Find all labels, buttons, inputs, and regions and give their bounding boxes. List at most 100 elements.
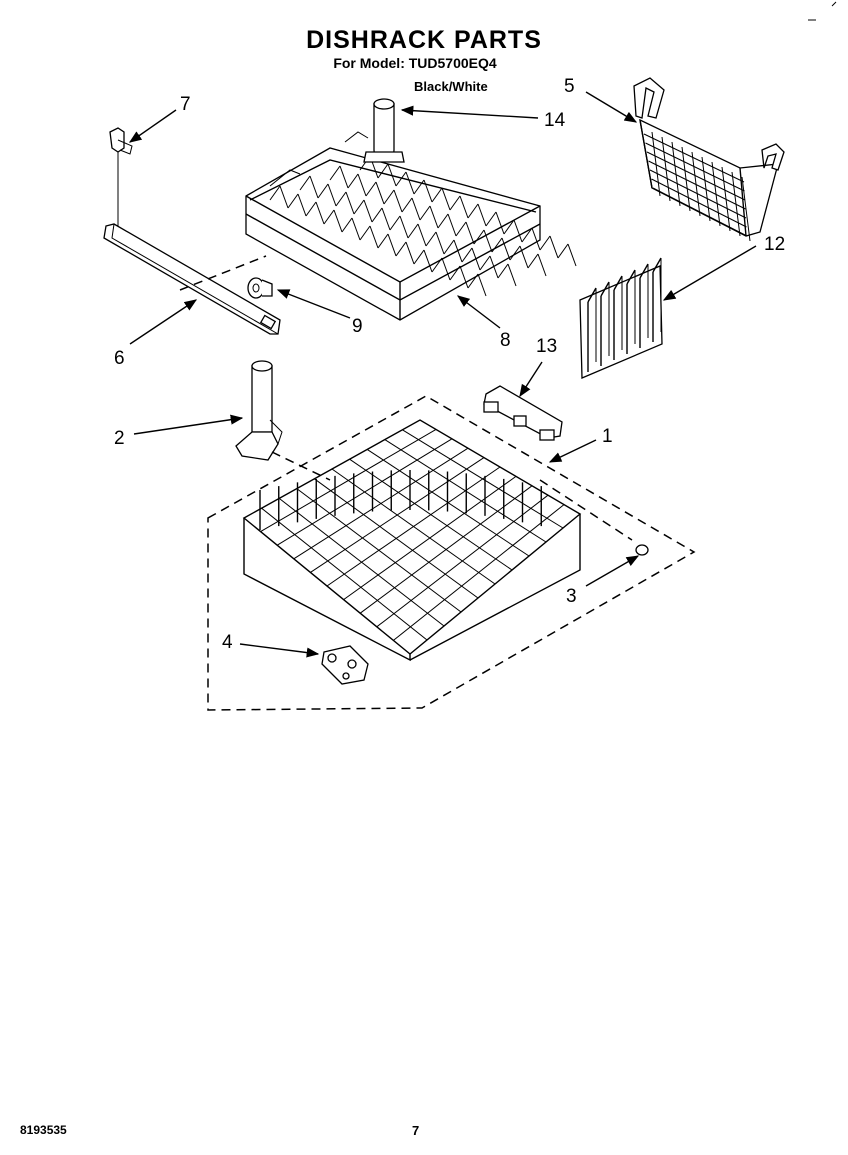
wire-stroke [399,215,409,239]
wire-stroke [376,494,549,628]
wire-stroke [465,221,475,245]
wire-stroke [371,207,383,223]
part-5-silverware-basket[interactable] [633,77,785,242]
wire-stroke [309,175,319,199]
wire-stroke [435,231,445,255]
wire-stroke [299,175,311,191]
part-7-rack-clip[interactable] [109,127,133,226]
callout-1: 1 [602,426,613,447]
part-2-lower-spray-tower[interactable] [235,360,283,461]
wire-stroke [384,439,547,543]
part-12-tine-row[interactable] [579,257,663,379]
wire-stroke [377,163,389,179]
wire-stroke [287,193,299,209]
wire-stroke [537,253,547,277]
wire-stroke [363,199,373,223]
wire-stroke [329,165,341,181]
wire-stroke [489,255,499,279]
color-label: Black/White [414,79,488,94]
wire-stroke [643,133,745,183]
wire-stroke [351,217,361,241]
wire-stroke [549,235,559,259]
wire-stroke [491,237,503,253]
wire-stroke [639,263,649,279]
wire-stroke [443,239,455,255]
wire-stroke [393,504,565,641]
wire-stroke [645,142,745,192]
wire-stroke [649,169,747,219]
wire-stroke [652,257,662,273]
part-1-lower-rack[interactable] [207,395,696,711]
wire-stroke [365,181,377,197]
wire-stroke [459,195,469,219]
wire-stroke [646,151,746,201]
callout-numbers: 7 14 5 12 9 8 6 13 1 2 3 4 [114,76,785,653]
wire-stroke [429,205,439,229]
wire-stroke [648,160,746,210]
wire-stroke [437,213,449,229]
part-8-upper-rack[interactable] [245,131,577,321]
wire-stroke [327,183,337,207]
wire-stroke [297,193,307,217]
wire-stroke [375,181,385,205]
wire-stroke [501,237,511,261]
wire-stroke [333,209,343,233]
wire-stroke [279,185,289,209]
part-3-rack-stop[interactable] [635,544,649,556]
wire-stroke [393,189,403,213]
wire-stroke [357,173,367,197]
callout-6: 6 [114,348,125,369]
wire-stroke [335,191,347,207]
wire-stroke [477,203,487,227]
wire-stroke [353,199,365,215]
page-title: DISHRACK PARTS [306,26,542,54]
wire-stroke [413,249,425,265]
callout-14: 14 [544,110,566,131]
document-code: 8193535 [20,1123,67,1137]
callout-13: 13 [536,336,557,357]
wire-stroke [461,247,473,263]
wire-stroke [359,485,533,614]
wire-stroke [453,239,463,263]
wire-stroke [557,243,569,259]
wire-stroke [567,243,577,267]
wire-stroke [741,176,751,242]
wire-stroke [387,163,397,187]
wire-stroke [389,215,401,231]
wire-stroke [479,255,491,271]
wire-stroke [315,201,325,225]
wire-stroke [347,173,359,189]
wire-stroke [407,223,419,239]
wire-stroke [431,187,443,203]
wire-stroke [671,141,681,207]
wire-stroke [339,165,349,189]
wire-stroke [652,187,748,237]
part-4-wheel-assembly[interactable] [321,645,369,685]
wire-stroke [467,273,479,289]
wire-stroke [431,257,443,273]
wire-stroke [323,209,335,225]
wire-stroke [449,265,461,281]
wire-stroke [349,458,513,571]
wire-stroke [473,229,485,245]
callout-2: 2 [114,428,125,449]
wire-stroke [477,273,487,297]
wire-stroke [413,179,425,195]
wire-stroke [527,253,539,269]
wire-stroke [369,225,379,249]
wire-stroke [417,223,427,247]
wire-stroke [359,225,371,241]
wire-stroke [269,185,281,201]
wire-stroke [626,269,636,285]
part-13-rack-bumper[interactable] [483,385,563,441]
wire-stroke [497,263,509,279]
callout-4: 4 [222,632,233,653]
part-6-rack-rail[interactable] [103,223,281,335]
wire-stroke [521,227,533,243]
wire-stroke [587,287,597,303]
part-9-rack-wheel[interactable] [247,277,273,299]
wire-stroke [423,249,433,273]
part-14-upper-spray-tower[interactable] [363,98,405,163]
